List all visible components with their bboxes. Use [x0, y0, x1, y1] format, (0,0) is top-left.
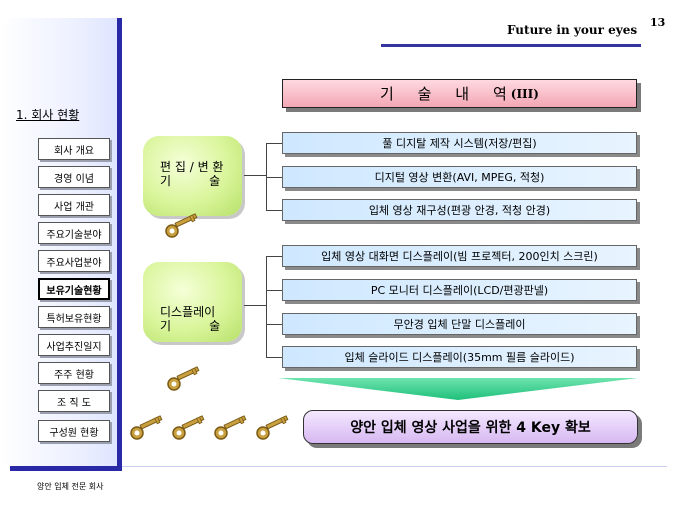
- sidebar-divider-horizontal: [10, 466, 122, 471]
- sidebar-item-members[interactable]: 구성원 현황: [38, 420, 110, 442]
- tech-item: 풀 디지탈 제작 시스템(저장/편집): [282, 132, 637, 154]
- category-box-display: [143, 262, 242, 342]
- key-icon: [214, 415, 247, 440]
- connector-line: [266, 177, 282, 178]
- sidebar-item-org-chart[interactable]: 조 직 도: [38, 390, 110, 412]
- key-icon: [130, 415, 163, 440]
- connector-line: [266, 290, 282, 291]
- page-title-suffix: (III): [510, 86, 539, 101]
- key-icon: [167, 366, 200, 391]
- sidebar-item-business-log[interactable]: 사업추진일지: [38, 334, 110, 356]
- tech-item: 디지털 영상 변환(AVI, MPEG, 적청): [282, 166, 637, 188]
- key-icon: [172, 415, 205, 440]
- sidebar-divider-vertical: [117, 18, 122, 470]
- connector-line: [244, 305, 266, 306]
- connector-line: [266, 357, 282, 358]
- connector-line: [266, 256, 267, 357]
- key-icon: [165, 213, 198, 238]
- page-title-text: 기 술 내 역: [380, 85, 507, 103]
- tech-item: 입체 영상 재구성(편광 안경, 적청 안경): [282, 199, 637, 221]
- bottom-divider: [122, 466, 667, 467]
- sidebar-item-business-overview[interactable]: 사업 개관: [38, 194, 110, 216]
- sidebar-item-key-business[interactable]: 주요사업분야: [38, 250, 110, 272]
- footer-company: 양안 입체 전문 회사: [37, 482, 104, 491]
- sidebar-item-management-philosophy[interactable]: 경영 이념: [38, 166, 110, 188]
- key-icon: [256, 415, 289, 440]
- sidebar-item-technology-holdings[interactable]: 보유기술현황: [38, 278, 110, 300]
- connector-line: [266, 143, 282, 144]
- sidebar-item-shareholders[interactable]: 주주 현황: [38, 362, 110, 384]
- category-box-editing: [143, 136, 242, 216]
- category-label-display: 디스플레이 기 술: [160, 305, 221, 333]
- page-number: 13: [650, 16, 666, 29]
- sidebar-item-key-technology[interactable]: 주요기술분야: [38, 222, 110, 244]
- page-title: 기 술 내 역 (III): [282, 79, 637, 108]
- tech-item: PC 모니터 디스플레이(LCD/편광판넬): [282, 279, 637, 301]
- connector-line: [266, 210, 282, 211]
- category-label-editing: 편 집 / 변 환 기 술: [160, 160, 224, 188]
- tech-item: 무안경 입체 단말 디스플레이: [282, 313, 637, 335]
- tech-item: 입체 영상 대화면 디스플레이(빔 프로젝터, 200인치 스크린): [282, 245, 637, 267]
- connector-line: [266, 256, 282, 257]
- connector-line: [266, 324, 282, 325]
- result-box: 양안 입체 영상 사업을 위한 4 Key 확보: [303, 410, 638, 444]
- connector-line: [266, 143, 267, 210]
- header-title: Future in your eyes: [507, 23, 638, 37]
- header-divider: [381, 44, 641, 47]
- tech-item: 입체 슬라이드 디스플레이(35mm 필름 슬라이드): [282, 346, 637, 368]
- sidebar-item-patent-holdings[interactable]: 특허보유현황: [38, 306, 110, 328]
- sidebar-item-company-overview[interactable]: 회사 개요: [38, 138, 110, 160]
- down-arrow-shape: [278, 378, 638, 400]
- connector-line: [244, 175, 266, 176]
- section-heading: 1. 회사 현황: [16, 108, 80, 122]
